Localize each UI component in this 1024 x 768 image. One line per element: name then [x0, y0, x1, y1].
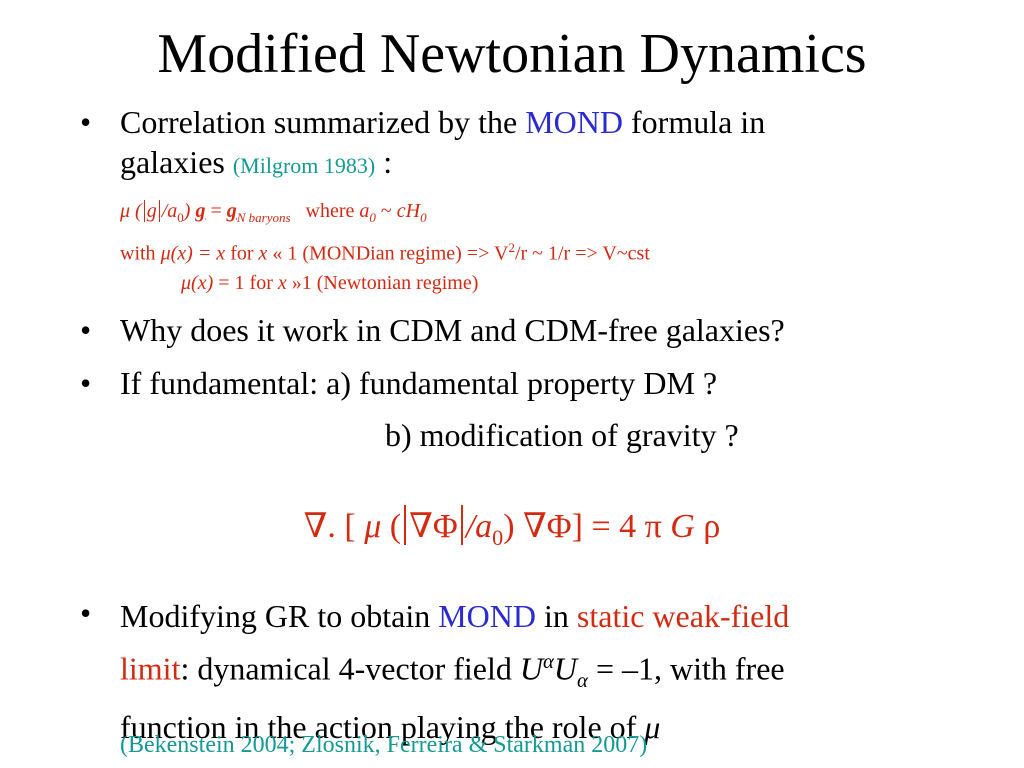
mondian-regime-line: with μ(x) = x for x « 1 (MONDian regime)…: [120, 240, 650, 265]
mond-field-equation: ∇. [ μ (∇Φ/a0) ∇Φ] = 4 π G ρ: [0, 505, 1024, 560]
bullet-dot: •: [80, 104, 92, 140]
mond-term: MOND: [438, 598, 536, 634]
mond-term: MOND: [525, 104, 623, 140]
b1-text-a: Correlation summarized by the: [120, 104, 526, 140]
slide-title: Modified Newtonian Dynamics: [157, 23, 867, 85]
static-weak-field-term: static weak-field: [576, 598, 790, 634]
b3-text-a: If fundamental: a) fundamental property …: [120, 365, 718, 401]
citation-bekenstein: (Bekenstein 2004; Zlosnik, Ferreira & St…: [120, 732, 648, 758]
citation-milgrom: (Milgrom 1983): [232, 153, 376, 178]
b3-option-b: b) modification of gravity ?: [385, 417, 739, 453]
bullet-dot: •: [80, 595, 92, 631]
b1-text-b: formula in: [623, 104, 766, 140]
bullet-correlation: • Correlation summarized by the MOND for…: [80, 102, 980, 186]
newtonian-regime-line: μ(x) = 1 for x »1 (Newtonian regime): [181, 272, 479, 294]
b1-text-d: :: [375, 144, 393, 180]
bullet-if-fundamental: • If fundamental: a) fundamental propert…: [80, 363, 980, 403]
bullet-why-works: • Why does it work in CDM and CDM-free g…: [80, 310, 980, 350]
bullet-dot: •: [80, 312, 92, 348]
mond-formula: μ (g/a0) g = gN baryons where a0 ~ cH0: [120, 200, 427, 225]
b1-text-c: galaxies: [120, 144, 233, 180]
bullet-dot: •: [80, 365, 92, 401]
bullet-modifying-gr: • Modifying GR to obtain MOND in static …: [80, 595, 790, 746]
b2-text: Why does it work in CDM and CDM-free gal…: [120, 312, 785, 348]
